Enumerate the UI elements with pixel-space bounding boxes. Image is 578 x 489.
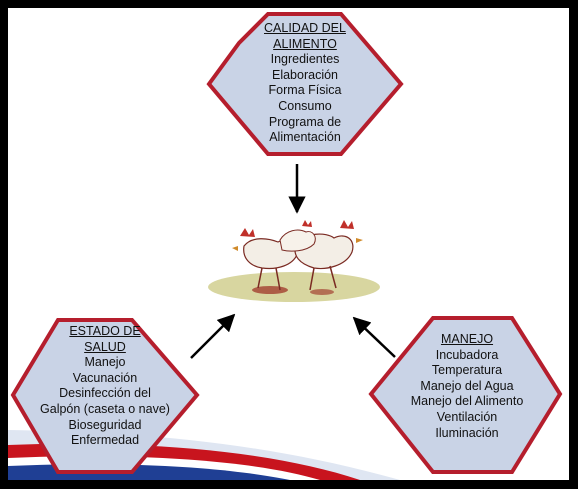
hexagon-estado-salud <box>10 318 200 474</box>
node-estado-salud: ESTADO DE SALUD Manejo Vacunación Desinf… <box>30 324 180 449</box>
node-item: Elaboración <box>271 67 338 82</box>
node-item: Vacunación <box>72 370 138 385</box>
node-manejo: MANEJO Incubadora Temperatura Manejo del… <box>392 332 542 441</box>
node-item: Ingredientes <box>270 52 340 67</box>
node-item: Alimentación <box>269 130 341 145</box>
node-item: Manejo del Agua <box>420 378 514 393</box>
node-title-line: MANEJO <box>440 332 494 346</box>
node-item: Incubadora <box>435 347 499 362</box>
node-calidad-alimento: CALIDAD DEL ALIMENTO Ingredientes Elabor… <box>225 21 385 146</box>
node-item: Temperatura <box>431 363 503 378</box>
arrow-left-to-center <box>190 313 236 359</box>
node-item: Programa de <box>268 114 342 129</box>
node-item: Desinfección del <box>59 386 151 401</box>
node-title-line: SALUD <box>84 339 126 354</box>
node-item: Forma Física <box>268 83 342 98</box>
node-title-line: CALIDAD DEL <box>264 21 346 35</box>
arrow-right-to-center <box>352 316 396 358</box>
node-item: Manejo <box>84 355 126 370</box>
node-item: Bioseguridad <box>68 417 142 432</box>
node-title-line: ESTADO DE <box>69 324 141 338</box>
node-item: Enfermedad <box>70 433 140 448</box>
hexagon-manejo <box>368 316 563 474</box>
node-title-line: ALIMENTO <box>273 36 337 51</box>
node-item: Galpón (caseta o nave) <box>40 401 170 416</box>
node-item: Consumo <box>278 98 332 113</box>
hexagon-calidad-alimento <box>206 12 404 156</box>
chickens-illustration-icon <box>208 220 380 302</box>
node-item: Manejo del Alimento <box>410 394 524 409</box>
node-item: Iluminación <box>435 425 499 440</box>
node-item: Ventilación <box>436 409 498 424</box>
